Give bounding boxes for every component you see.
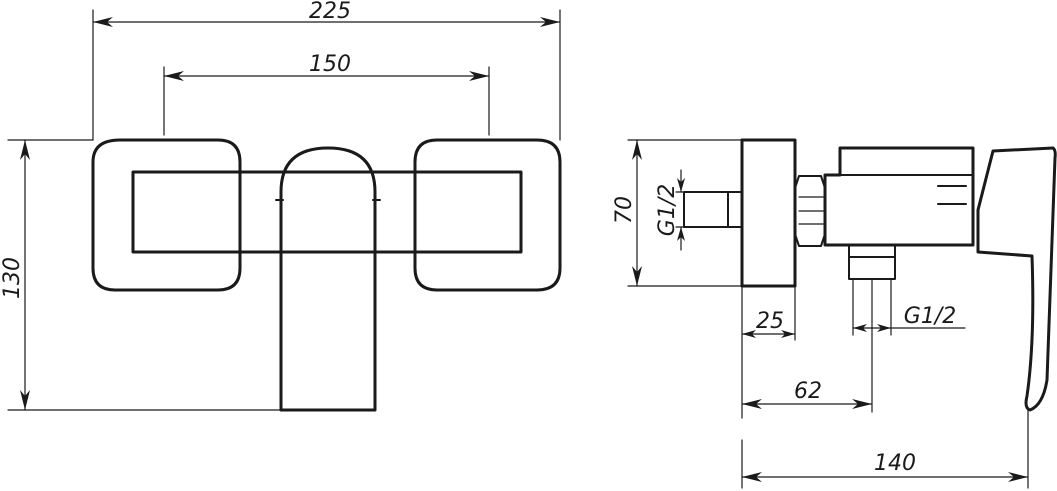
dim-label-outlet-thread: G1/2 (904, 304, 956, 329)
mixer-body-bar (131, 170, 523, 254)
dim-label-inlet-thread: G1/2 (655, 184, 680, 236)
side-view: 70 G1/2 25 G1/2 62 140 (612, 138, 1057, 489)
wall-flange (740, 138, 797, 288)
dim-label-225: 225 (309, 0, 351, 24)
side-lever (976, 146, 1057, 412)
mixer-body (823, 146, 975, 247)
left-wall-plate (91, 138, 242, 292)
lever-edge (977, 150, 994, 211)
dim-label-25: 25 (756, 309, 784, 334)
dim-label-150: 150 (309, 52, 351, 77)
dim-label-70: 70 (612, 196, 637, 224)
dim-label-62: 62 (794, 379, 822, 404)
lever-handle (279, 146, 377, 412)
front-view: 225 150 130 (0, 0, 562, 412)
outlet-nipple (848, 244, 896, 258)
inlet-pipe (683, 191, 743, 228)
right-wall-plate (413, 138, 562, 292)
dim-label-140: 140 (874, 451, 916, 476)
outlet-thread (848, 256, 896, 280)
dim-label-130: 130 (0, 257, 25, 299)
hex-nut (794, 175, 826, 247)
